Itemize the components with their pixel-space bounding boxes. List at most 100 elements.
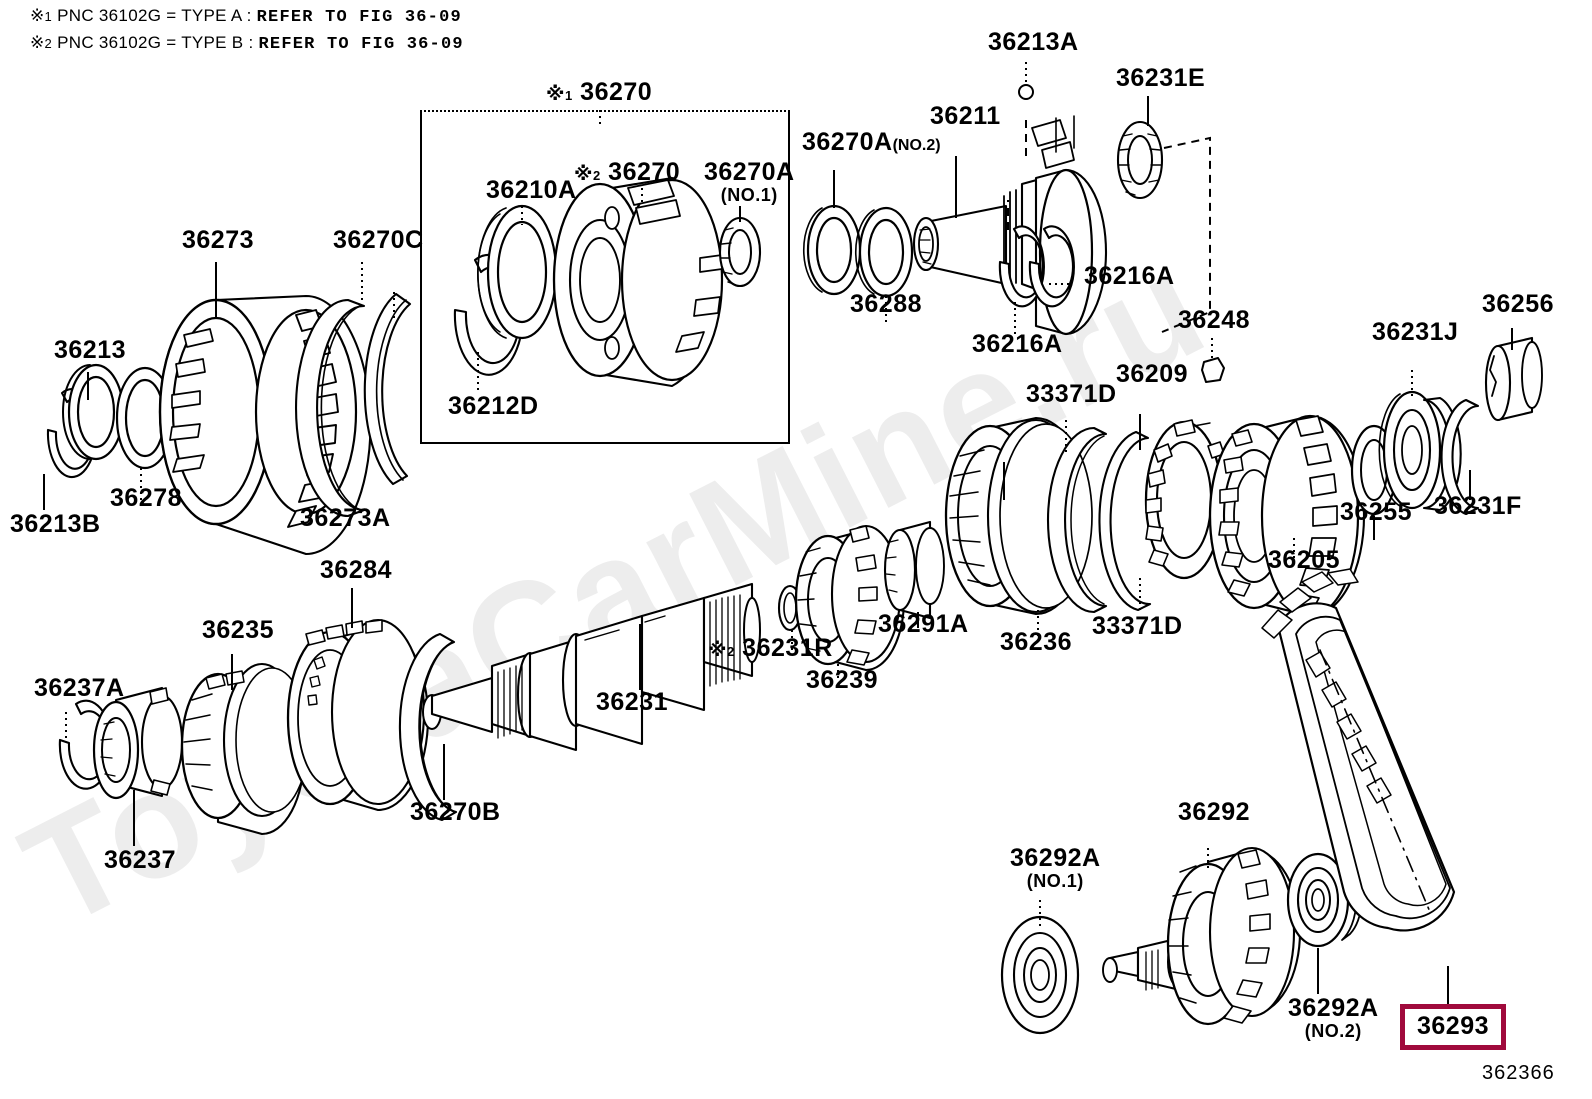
part-number: 36212D xyxy=(448,392,539,420)
mark-star-icon: ※ xyxy=(574,164,593,185)
part-number: 36213 xyxy=(54,336,127,364)
part-number: 36236 xyxy=(1000,628,1073,656)
part-number: 36288 xyxy=(850,290,923,318)
part-label-36216A-1[interactable]: 36216A xyxy=(1084,264,1175,289)
part-label-36256[interactable]: 36256 xyxy=(1482,292,1554,317)
part-label-36270A-no1[interactable]: 36270A (NO.1) xyxy=(704,158,795,205)
part-number: 36293 xyxy=(1417,1012,1490,1040)
part-number: 36237 xyxy=(104,846,177,874)
note-1-ref: REFER TO FIG 36-09 xyxy=(256,8,462,27)
part-label-36231J[interactable]: 36231J xyxy=(1372,320,1458,345)
part-sub-number: (NO.1) xyxy=(1026,871,1084,891)
part-label-36209[interactable]: 36209 xyxy=(1116,362,1188,387)
part-number: 36291A xyxy=(878,610,969,638)
part-label-36235[interactable]: 36235 xyxy=(202,618,274,643)
note-1-mark: ※ xyxy=(30,6,45,25)
part-number: 36216A xyxy=(1084,262,1175,290)
part-label-36278[interactable]: 36278 xyxy=(110,486,182,511)
mark-star-icon: ※ xyxy=(708,640,727,661)
part-number: 36209 xyxy=(1116,360,1189,388)
part-number: 36273A xyxy=(300,504,391,532)
part-number: 36213A xyxy=(988,28,1079,56)
part-label-36237[interactable]: 36237 xyxy=(104,848,176,873)
part-label-36213B[interactable]: 36213B xyxy=(10,512,101,537)
part-number: 36216A xyxy=(972,330,1063,358)
part-sub-number: (NO.2) xyxy=(892,137,941,154)
part-number: 33371D xyxy=(1026,380,1117,408)
part-label-36288[interactable]: 36288 xyxy=(850,292,922,317)
part-number: 36278 xyxy=(110,484,183,512)
part-label-36292[interactable]: 36292 xyxy=(1178,800,1250,825)
figure-notes: ※1 PNC 36102G = TYPE A : REFER TO FIG 36… xyxy=(30,4,464,57)
part-number: 36284 xyxy=(320,556,393,584)
part-label-36270C[interactable]: 36270C xyxy=(333,228,424,253)
part-number: 36235 xyxy=(202,616,275,644)
part-label-33371D-1[interactable]: 33371D xyxy=(1026,382,1117,407)
part-number: 36273 xyxy=(182,226,255,254)
note-2-text: PNC 36102G = TYPE B : xyxy=(57,32,254,52)
part-label-36231[interactable]: 36231 xyxy=(596,690,668,715)
part-label-36216A-2[interactable]: 36216A xyxy=(972,332,1063,357)
mark-star-icon: ※ xyxy=(546,84,565,105)
part-label-36205[interactable]: 36205 xyxy=(1268,548,1340,573)
part-label-36239[interactable]: 36239 xyxy=(806,668,878,693)
part-label-36291A[interactable]: 36291A xyxy=(878,612,969,637)
part-number: 36292A xyxy=(1288,994,1379,1022)
part-label-36210A[interactable]: 36210A xyxy=(486,178,577,203)
part-number: 36239 xyxy=(806,666,879,694)
note-row-2: ※2 PNC 36102G = TYPE B : REFER TO FIG 36… xyxy=(30,31,464,58)
part-number: 36270B xyxy=(410,798,501,826)
part-number: 36248 xyxy=(1178,306,1251,334)
part-number: 36270C xyxy=(333,226,424,254)
part-number: 36256 xyxy=(1482,290,1555,318)
part-label-36248[interactable]: 36248 xyxy=(1178,308,1250,333)
mark-number: 2 xyxy=(592,168,601,183)
part-label-36270B[interactable]: 36270B xyxy=(410,800,501,825)
part-number: 33371D xyxy=(1092,612,1183,640)
part-number: 36292 xyxy=(1178,798,1251,826)
note-2-ref: REFER TO FIG 36-09 xyxy=(258,34,464,54)
note-2-marknum: 2 xyxy=(44,35,53,51)
part-label-36270-inner[interactable]: ※2 36270 xyxy=(574,160,680,185)
part-label-36213A[interactable]: 36213A xyxy=(988,30,1079,55)
part-label-36237A[interactable]: 36237A xyxy=(34,676,125,701)
part-number: 36205 xyxy=(1268,546,1341,574)
part-number: 36292A xyxy=(1010,844,1101,872)
part-sub-number: (NO.2) xyxy=(1304,1021,1362,1041)
part-label-36212D[interactable]: 36212D xyxy=(448,394,539,419)
part-label-36231F[interactable]: 36231F xyxy=(1434,494,1522,519)
part-number: 36231J xyxy=(1372,318,1459,346)
inset-box-36270 xyxy=(420,110,790,444)
part-label-36284[interactable]: 36284 xyxy=(320,558,392,583)
note-1-text: PNC 36102G = TYPE A : xyxy=(57,6,252,25)
part-number: 36211 xyxy=(930,102,1001,130)
part-number: 36270 xyxy=(580,78,653,106)
part-label-36255[interactable]: 36255 xyxy=(1340,500,1412,525)
part-number: 36231R xyxy=(742,634,833,662)
part-number: 36270A xyxy=(704,158,795,186)
part-sub-number: (NO.1) xyxy=(720,185,778,205)
part-label-36213[interactable]: 36213 xyxy=(54,338,126,363)
part-number: 36270 xyxy=(608,158,681,186)
part-label-36273[interactable]: 36273 xyxy=(182,228,254,253)
part-label-36270A-no2[interactable]: 36270A(NO.2) xyxy=(802,130,941,155)
part-number: 36255 xyxy=(1340,498,1413,526)
part-label-36231E[interactable]: 36231E xyxy=(1116,66,1205,91)
figure-number: 362366 xyxy=(1482,1062,1555,1085)
mark-number: 2 xyxy=(726,644,735,659)
part-label-36292A-no1[interactable]: 36292A (NO.1) xyxy=(1010,844,1101,891)
highlighted-part-label-36293[interactable]: 36293 xyxy=(1400,1004,1507,1050)
part-label-36211[interactable]: 36211 xyxy=(930,104,1001,129)
part-label-36292A-no2[interactable]: 36292A (NO.2) xyxy=(1288,994,1379,1041)
part-label-33371D-2[interactable]: 33371D xyxy=(1092,614,1183,639)
part-label-inset-36270[interactable]: ※1 36270 xyxy=(546,80,652,105)
mark-number: 1 xyxy=(564,88,573,103)
part-number: 36210A xyxy=(486,176,577,204)
part-label-36273A[interactable]: 36273A xyxy=(300,506,391,531)
part-number: 36213B xyxy=(10,510,101,538)
figure-number-text: 362366 xyxy=(1482,1062,1555,1084)
part-label-36231R[interactable]: ※2 36231R xyxy=(708,636,833,661)
part-label-36236[interactable]: 36236 xyxy=(1000,630,1072,655)
